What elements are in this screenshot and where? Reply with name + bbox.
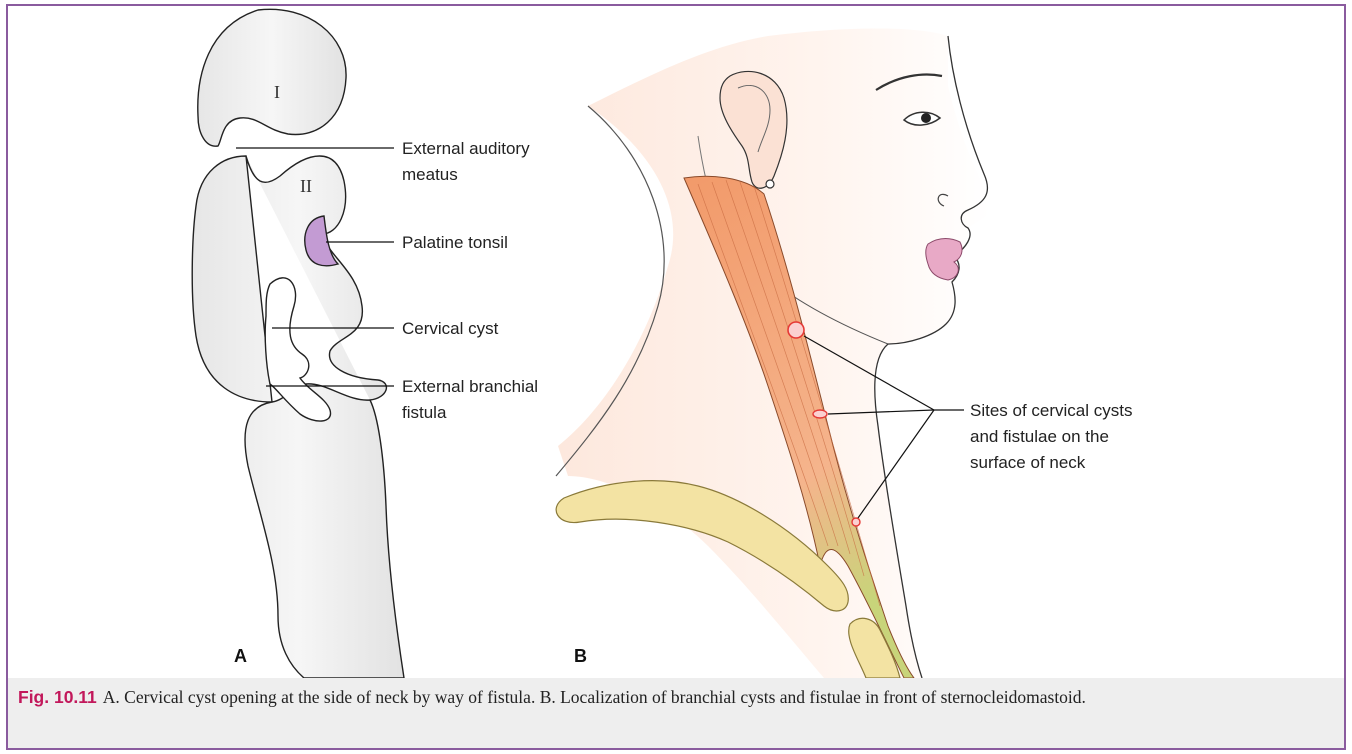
second-arch-and-body xyxy=(192,156,404,678)
label-sites-of-cervical-cysts: Sites of cervical cysts and fistulae on … xyxy=(970,401,1137,472)
pupil xyxy=(921,113,931,123)
figure-artwork: I II External auditory meatus Palatine t… xyxy=(8,6,1344,678)
label-external-auditory-meatus: External auditory meatus xyxy=(402,139,534,184)
figure-frame: I II External auditory meatus Palatine t… xyxy=(6,4,1346,750)
panel-b-neck: Sites of cervical cysts and fistulae on … xyxy=(556,29,1137,679)
label-cervical-cyst: Cervical cyst xyxy=(402,319,499,338)
panel-a-embryo: I II External auditory meatus Palatine t… xyxy=(192,9,543,678)
arch-label-ii: II xyxy=(300,176,312,196)
caption-body: A. Cervical cyst opening at the side of … xyxy=(103,687,1086,707)
cyst-site-lower xyxy=(852,518,860,526)
label-external-branchial-fistula: External branchial fistula xyxy=(402,377,543,422)
label-palatine-tonsil: Palatine tonsil xyxy=(402,233,508,252)
earring xyxy=(766,180,774,188)
caption-band: Fig. 10.11 A. Cervical cyst opening at th… xyxy=(8,678,1344,748)
figure-caption: Fig. 10.11 A. Cervical cyst opening at th… xyxy=(18,684,1334,711)
arch-label-i: I xyxy=(274,82,280,102)
first-arch xyxy=(198,9,346,146)
cyst-site-upper xyxy=(788,322,804,338)
panel-letter-b: B xyxy=(574,646,587,666)
figure-number: Fig. 10.11 xyxy=(18,687,97,707)
panel-letter-a: A xyxy=(234,646,247,666)
cyst-site-middle xyxy=(813,410,827,418)
